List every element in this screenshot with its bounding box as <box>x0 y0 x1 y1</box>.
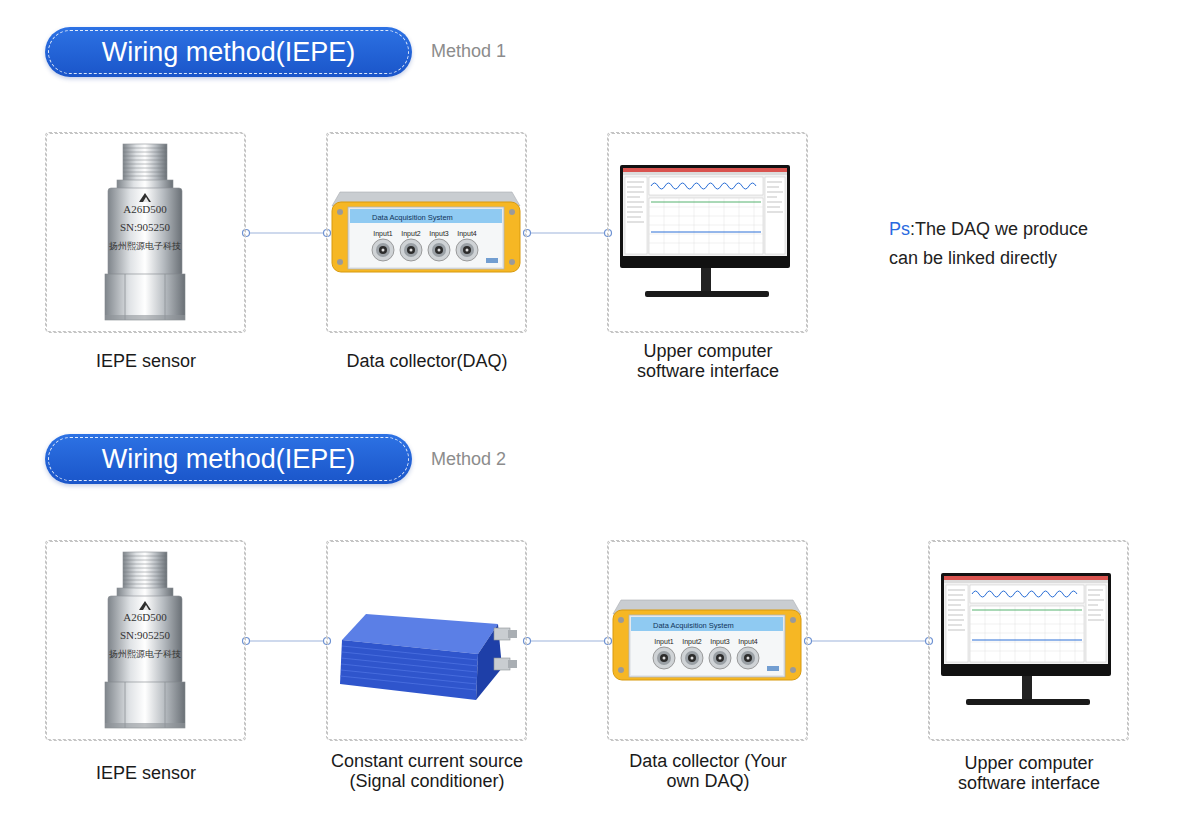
panel-title: Data Acquisition System <box>653 621 734 630</box>
device-caption-block: Constant current source (Signal conditio… <box>307 751 547 791</box>
monitor-picture <box>941 573 1111 705</box>
note-prefix: Ps <box>889 219 910 239</box>
device-caption-block: IEPE sensor <box>26 351 266 371</box>
serial-number: SN:905250 <box>105 629 185 642</box>
sensor-picture <box>105 144 185 320</box>
port-label: Input1 <box>651 638 677 646</box>
section-heading: Wiring method(IEPE) <box>88 37 370 68</box>
panel-title: Data Acquisition System <box>372 213 453 222</box>
method-label: Method 1 <box>431 41 506 63</box>
connector-end-dot <box>243 230 250 237</box>
daq-picture <box>332 192 520 272</box>
port-label: Input4 <box>735 638 761 646</box>
connector-line <box>808 640 929 641</box>
connector-end-dot <box>805 638 812 645</box>
section-pill: Wiring method(IEPE) <box>45 27 412 77</box>
device-caption-block: IEPE sensor <box>26 763 266 783</box>
dashed-frame <box>327 133 527 333</box>
method-label: Method 2 <box>431 449 506 471</box>
monitor-picture <box>620 165 790 297</box>
section-heading: Wiring method(IEPE) <box>88 444 370 475</box>
model-number: A26D500 <box>105 611 185 624</box>
port-label: Input1 <box>370 230 396 238</box>
device-caption: Upper computer software interface <box>939 753 1119 793</box>
connector-line <box>527 232 608 233</box>
model-number: A26D500 <box>105 203 185 216</box>
device-caption-block: Data collector (Your own DAQ) <box>623 751 793 791</box>
connector-line <box>246 640 327 641</box>
device-caption: IEPE sensor <box>26 763 266 783</box>
signal-conditioner-picture <box>340 614 517 700</box>
note-block: Ps:The DAQ we produce can be linked dire… <box>889 215 1119 273</box>
serial-number: SN:905250 <box>105 221 185 234</box>
device-node: Data collector(DAQ) <box>326 132 526 332</box>
port-label: Input2 <box>679 638 705 646</box>
device-node: Upper computer software interface <box>607 132 807 332</box>
port-label: Input3 <box>426 230 452 238</box>
note-text: :The DAQ we produce can be linked direct… <box>889 219 1088 268</box>
port-label: Input2 <box>398 230 424 238</box>
device-caption: Data collector(DAQ) <box>307 351 547 371</box>
device-node: Data collector (Your own DAQ) <box>607 540 807 740</box>
device-node: Upper computer software interface <box>928 540 1128 740</box>
connector-line <box>246 232 327 233</box>
device-caption-block: Upper computer software interface <box>618 341 798 381</box>
dashed-frame <box>608 541 808 741</box>
device-caption-block: Data collector(DAQ) <box>307 351 547 371</box>
connector-end-dot <box>524 638 531 645</box>
port-label: Input3 <box>707 638 733 646</box>
sensor-picture <box>105 552 185 728</box>
device-node: Constant current source (Signal conditio… <box>326 540 526 740</box>
section-pill: Wiring method(IEPE) <box>45 434 412 484</box>
port-label: Input4 <box>454 230 480 238</box>
connector-end-dot <box>524 230 531 237</box>
connector-line <box>527 640 608 641</box>
device-caption: Upper computer software interface <box>618 341 798 381</box>
device-caption-block: Upper computer software interface <box>939 753 1119 793</box>
dashed-frame <box>327 541 527 741</box>
device-caption: IEPE sensor <box>26 351 266 371</box>
device-caption: Data collector (Your own DAQ) <box>623 751 793 791</box>
daq-picture <box>613 600 801 680</box>
connector-end-dot <box>243 638 250 645</box>
maker-mark: 扬州熙源电子科技 <box>105 649 185 659</box>
dashed-frame <box>929 541 1129 741</box>
device-caption: Constant current source (Signal conditio… <box>307 751 547 791</box>
dashed-frame <box>608 133 808 333</box>
maker-mark: 扬州熙源电子科技 <box>105 241 185 251</box>
